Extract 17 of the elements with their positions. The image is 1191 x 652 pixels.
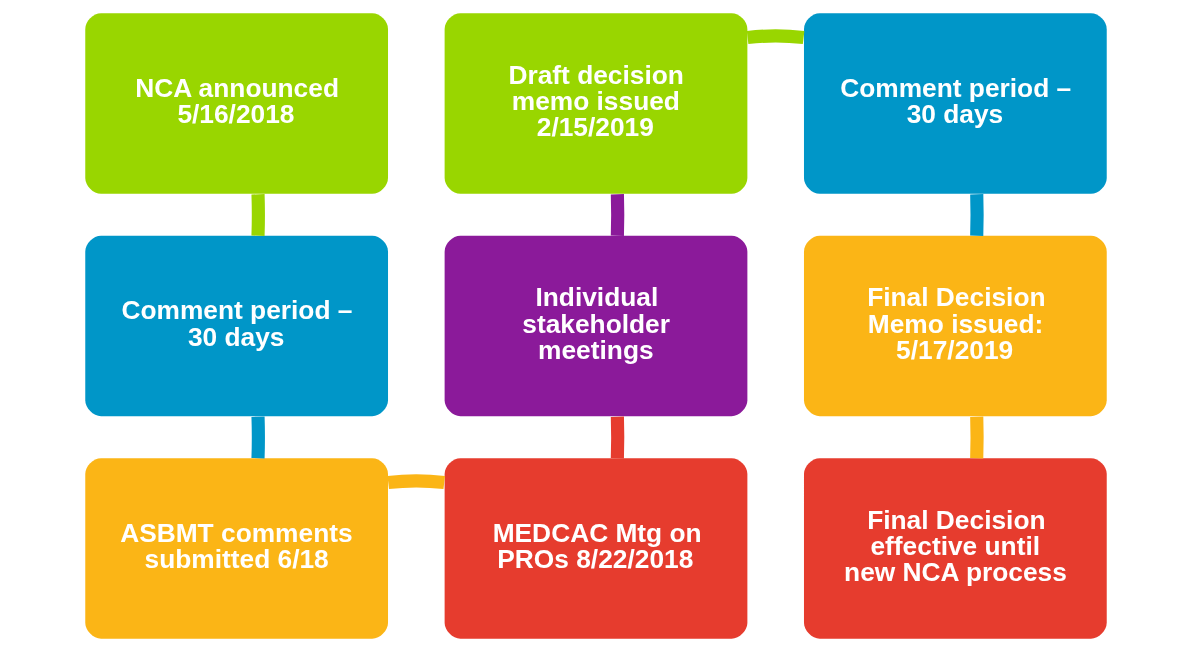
- node-box: Comment period – 30 days: [84, 235, 388, 417]
- connector: [969, 194, 984, 236]
- connector: [610, 416, 624, 459]
- node-box: Final Decision effective until new NCA process: [803, 458, 1107, 639]
- node-box: Draft decision memo issued 2/15/2019: [444, 13, 747, 194]
- node-box: ASBMT comments submitted 6/18: [84, 458, 388, 639]
- node-box: MEDCAC Mtg on PROs 8/22/2018: [444, 458, 747, 639]
- connector: [746, 29, 804, 45]
- connector: [387, 474, 445, 490]
- connector: [250, 194, 265, 236]
- connector: [969, 416, 984, 459]
- connector: [610, 194, 624, 236]
- node-box: Individual stakeholder meetings: [444, 235, 747, 417]
- connector: [250, 416, 265, 459]
- node-box: Final Decision Memo issued: 5/17/2019: [803, 235, 1107, 417]
- node-box: NCA announced 5/16/2018: [84, 13, 388, 194]
- node-box: Comment period – 30 days: [803, 13, 1107, 194]
